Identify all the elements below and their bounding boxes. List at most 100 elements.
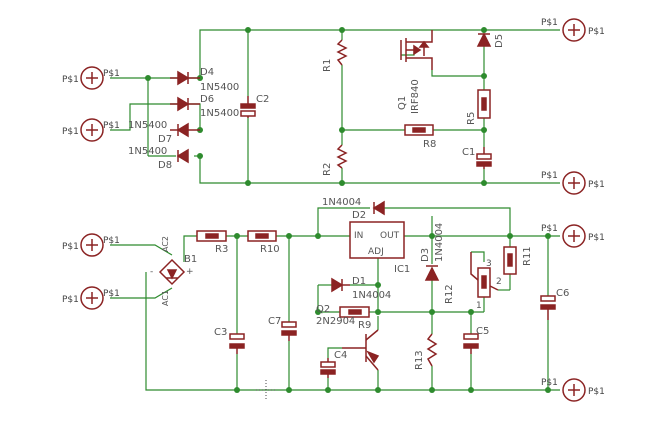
junction-dot (375, 309, 381, 315)
junction-dot (286, 233, 292, 239)
junction-dot (234, 387, 240, 393)
resistor-r11[interactable] (503, 246, 517, 275)
resistor-r2[interactable] (336, 144, 348, 169)
diode-d6[interactable] (170, 96, 200, 112)
junction-dot (339, 180, 345, 186)
port-label: P$1 (103, 236, 120, 246)
capacitor-c1[interactable] (476, 147, 492, 169)
port-connector[interactable] (80, 118, 104, 142)
port-connector[interactable] (562, 224, 586, 248)
port-label: P$1 (62, 242, 79, 252)
capacitor-c2[interactable] (240, 96, 256, 118)
port-connector[interactable] (562, 18, 586, 42)
label-d6-name: D6 (200, 94, 214, 105)
resistor-r13[interactable] (426, 333, 438, 367)
resistor-r5[interactable] (477, 89, 491, 119)
label-d6-value: 1N5400 (200, 108, 239, 119)
port-label: P$1 (541, 171, 558, 181)
port-label: P$1 (62, 127, 79, 137)
label-d7-name: D7 (158, 134, 172, 145)
diode-d1[interactable] (331, 277, 350, 293)
resistor-r8[interactable] (404, 124, 434, 136)
diode-d3[interactable] (424, 265, 440, 281)
junction-dot (339, 27, 345, 33)
label-r8-name: R8 (423, 139, 436, 150)
port-label: P$1 (588, 387, 605, 397)
label-d2-name: D2 (352, 210, 366, 221)
components (158, 30, 556, 378)
diode-d2[interactable] (372, 200, 385, 216)
label-r2-name: R2 (322, 163, 333, 176)
diode-d8[interactable] (176, 148, 189, 164)
component-labels: D4 1N5400 D6 1N5400 D7 1N5400 D8 1N5400 … (128, 34, 569, 370)
label-b1-name: B1 (184, 254, 197, 265)
capacitor-c6[interactable] (540, 295, 556, 320)
label-d1-name: D1 (352, 276, 366, 287)
port-label: P$1 (588, 180, 605, 190)
label-r9-name: R9 (358, 320, 371, 331)
port-connector[interactable] (80, 66, 104, 90)
junction-dot (375, 387, 381, 393)
capacitor-c4[interactable] (320, 358, 336, 378)
port-label: P$1 (588, 233, 605, 243)
port-label: P$1 (62, 295, 79, 305)
capacitor-c3[interactable] (229, 333, 245, 354)
label-d3-value: 1N4004 (434, 223, 445, 262)
label-d3-name: D3 (420, 248, 431, 262)
bridge-b1[interactable] (158, 258, 186, 286)
potentiometer-r12[interactable] (470, 252, 499, 298)
label-r3-name: R3 (215, 244, 228, 255)
label-c1-name: C1 (462, 147, 475, 158)
wire (199, 156, 560, 184)
diode-d4[interactable] (170, 70, 200, 86)
capacitor-c7[interactable] (281, 321, 297, 341)
wire (317, 207, 370, 236)
wire (384, 207, 511, 247)
label-b1-minus: - (150, 267, 153, 277)
label-d8-value: 1N5400 (128, 146, 167, 157)
transistor-q2[interactable] (342, 329, 380, 371)
resistor-r10[interactable] (247, 230, 277, 242)
label-d7-value: 1N5400 (128, 120, 167, 131)
junction-dot (145, 75, 151, 81)
label-r10-name: R10 (260, 244, 280, 255)
port-connector[interactable] (562, 171, 586, 195)
label-r12-pin3: 3 (486, 259, 492, 269)
resistor-r9[interactable] (339, 306, 370, 318)
resistor-r3[interactable] (196, 230, 227, 242)
grid-marker (256, 380, 276, 400)
junction-dot (481, 180, 487, 186)
label-q2-value: 2N2904 (316, 316, 355, 327)
label-q1-value: IRF840 (410, 79, 421, 114)
junction-dot (315, 233, 321, 239)
resistor-r1[interactable] (336, 39, 348, 66)
port-connector[interactable] (80, 286, 104, 310)
label-ic1-in: IN (354, 231, 363, 241)
label-ic1-out: OUT (380, 231, 400, 241)
port-label: P$1 (541, 18, 558, 28)
label-r1-name: R1 (322, 59, 333, 72)
label-c2-name: C2 (256, 94, 269, 105)
diode-d7[interactable] (170, 122, 200, 138)
label-c3-name: C3 (214, 327, 227, 338)
label-b1-ac1: AC1 (161, 290, 170, 306)
diode-d5[interactable] (476, 32, 492, 47)
label-c4-name: C4 (334, 350, 347, 361)
capacitor-c5[interactable] (463, 333, 479, 354)
ports (80, 18, 586, 402)
regulator-ic1[interactable] (349, 221, 405, 259)
label-b1-ac2: AC2 (161, 236, 170, 252)
label-r12-pin2: 2 (496, 277, 502, 287)
junction-dot (481, 27, 487, 33)
wire (401, 48, 415, 56)
junction-dot (429, 387, 435, 393)
port-connector[interactable] (562, 378, 586, 402)
label-q1-name: Q1 (397, 96, 408, 110)
label-ic1-name: IC1 (394, 264, 410, 275)
junction-dot (234, 233, 240, 239)
port-connector[interactable] (80, 233, 104, 257)
junction-dot (507, 233, 513, 239)
label-d4-name: D4 (200, 67, 214, 78)
mosfet-q1[interactable] (400, 30, 433, 70)
